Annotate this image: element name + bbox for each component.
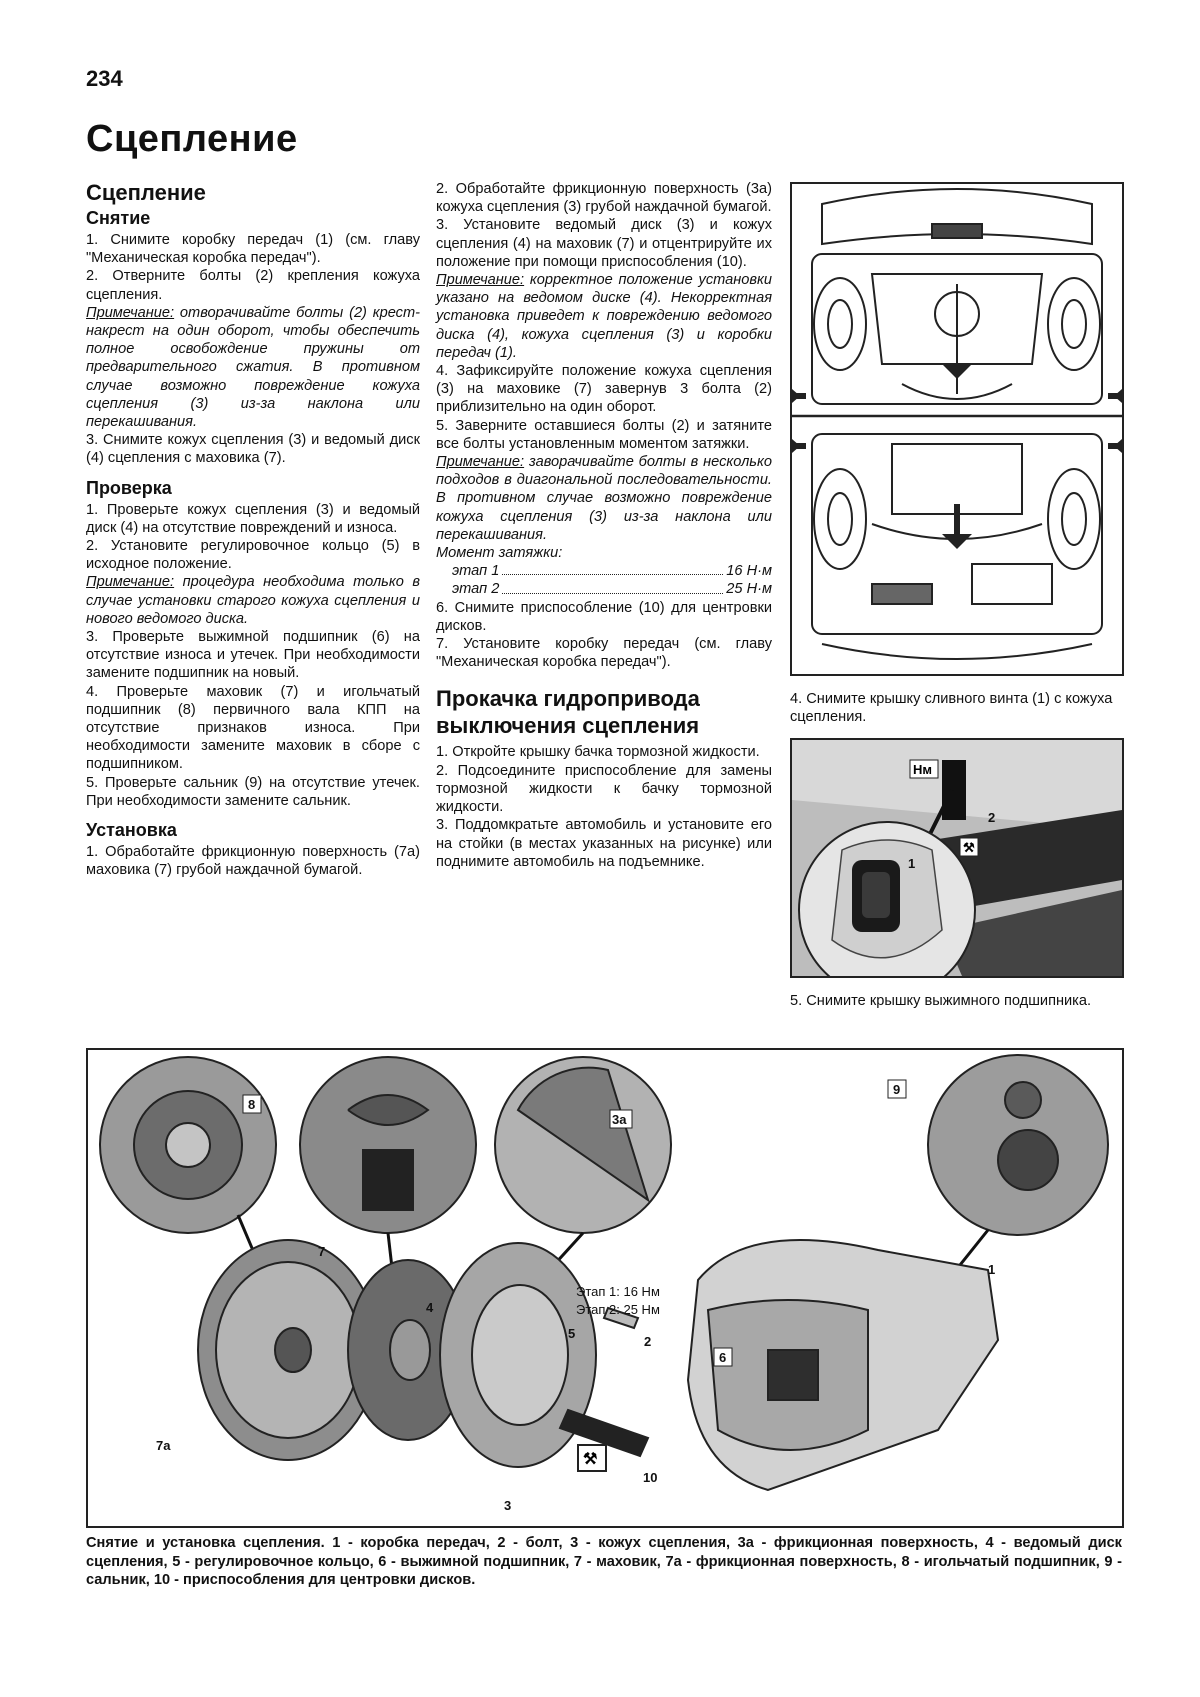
check-step-5: 5. Проверьте сальник (9) на отсутствие у… — [86, 774, 420, 809]
note-label: Примечание: — [86, 574, 175, 591]
install-note-2: Примечание: заворачивайте болты в нескол… — [436, 453, 772, 544]
callout-1: 1 — [988, 1262, 995, 1277]
release-bearing-cover-photo: Нм 1 2 ⚒ — [790, 738, 1124, 978]
figure-caption-release-bearing: 5. Снимите крышку выжимного подшипника. — [790, 993, 1092, 1009]
callout-10: 10 — [643, 1470, 657, 1485]
callout-6: 6 — [719, 1350, 726, 1365]
install-step-6: 6. Снимите приспособление (10) для центр… — [436, 599, 772, 634]
torque-stage-1-value: 16 Н·м — [726, 563, 772, 580]
callout-7a: 7а — [156, 1438, 171, 1453]
note-text: процедура необходима только в случае уст… — [86, 574, 420, 627]
vehicle-underside-figure — [790, 182, 1124, 676]
page-title: Сцепление — [86, 118, 298, 160]
figure-caption-exploded: Снятие и установка сцепления. 1 - коробк… — [86, 1535, 1122, 1588]
callout-3: 3 — [504, 1498, 511, 1513]
removal-heading: Снятие — [86, 208, 151, 228]
torque-stage-2-label: этап 2 — [452, 581, 500, 598]
tool-icon: ⚒ — [583, 1451, 597, 1468]
page-number: 234 — [86, 66, 123, 91]
bleed-step-1: 1. Откройте крышку бачка тормозной жидко… — [436, 744, 760, 761]
note-label: Примечание: — [436, 272, 525, 289]
check-heading: Проверка — [86, 477, 172, 498]
install-step-1: 1. Обработайте фрикционную поверхность (… — [86, 844, 420, 879]
leader-dots — [502, 562, 724, 576]
figure-caption-drain-cover: 4. Снимите крышку сливного винта (1) с к… — [790, 691, 1113, 725]
check-note: Примечание: процедура необходима только … — [86, 573, 420, 628]
torque-row-stage-2: этап 2 25 Н·м — [436, 580, 772, 598]
callout-9: 9 — [893, 1082, 900, 1097]
vehicle-underside-drawing — [792, 188, 1122, 660]
bleed-step-2: 2. Подсоедините приспособление для замен… — [436, 762, 772, 816]
note-text: отворачивайте болты (2) крест-накрест на… — [86, 304, 420, 431]
callout-8: 8 — [248, 1097, 255, 1112]
removal-step-2: 2. Отверните болты (2) крепления кожуха … — [86, 268, 420, 303]
engine-bay-photo: Нм 1 2 ⚒ — [792, 740, 1122, 976]
text-column-left: Сцепление Снятие 1. Снимите коробку пере… — [86, 180, 420, 880]
text-column-middle: 2. Обработайте фрикционную поверхность (… — [436, 180, 772, 871]
check-step-3: 3. Проверьте выжимной подшипник (6) на о… — [86, 629, 420, 682]
torque-row-stage-1: этап 1 16 Н·м — [436, 562, 772, 580]
clutch-exploded-figure: ⚒ 8 3а 9 6 7 7а 4 5 3 2 10 1 Этап 1: 16 … — [86, 1048, 1124, 1528]
clutch-exploded-drawing: ⚒ 8 3а 9 6 7 7а 4 5 3 2 10 1 Этап 1: 16 … — [99, 1054, 1109, 1513]
section-title: Сцепление — [86, 180, 206, 205]
callout-7: 7 — [318, 1244, 325, 1259]
install-step-5: 5. Заверните оставшиеся болты (2) и затя… — [436, 417, 772, 452]
callout-2: 2 — [644, 1334, 651, 1349]
removal-note: Примечание: отворачивайте болты (2) крес… — [86, 304, 420, 431]
note-text: корректное положение установки указано н… — [436, 272, 772, 361]
note-label: Примечание: — [436, 454, 525, 471]
install-step-3: 3. Установите ведомый диск (3) и кожух с… — [436, 217, 772, 270]
callout-nm: Нм — [913, 762, 932, 777]
check-step-1: 1. Проверьте кожух сцепления (3) и ведом… — [86, 501, 420, 536]
callout-3a: 3а — [612, 1112, 627, 1127]
stage-1-label: Этап 1: 16 Нм — [576, 1284, 660, 1299]
torque-stage-1-label: этап 1 — [452, 563, 500, 580]
check-step-2: 2. Установите регулировочное кольцо (5) … — [86, 538, 420, 573]
torque-title: Момент затяжки: — [436, 545, 563, 562]
install-note-1: Примечание: корректное положение установ… — [436, 271, 772, 362]
tool-icon: ⚒ — [963, 840, 975, 855]
stage-2-label: Этап 2: 25 Нм — [576, 1302, 660, 1317]
callout-1: 1 — [908, 856, 915, 871]
removal-step-1: 1. Снимите коробку передач (1) (см. глав… — [86, 232, 420, 267]
note-text: заворачивайте болты в несколько подходов… — [436, 454, 772, 543]
note-label: Примечание: — [86, 304, 175, 321]
torque-stage-2-value: 25 Н·м — [726, 581, 772, 598]
check-step-4: 4. Проверьте маховик (7) и игольчатый по… — [86, 683, 420, 773]
leader-dots — [502, 580, 724, 594]
callout-2: 2 — [988, 810, 995, 825]
bleed-heading: Прокачка гидропривода выключения сцеплен… — [436, 686, 700, 739]
install-step-2: 2. Обработайте фрикционную поверхность (… — [436, 181, 772, 216]
callout-4: 4 — [426, 1300, 434, 1315]
callout-5: 5 — [568, 1326, 575, 1341]
install-step-4: 4. Зафиксируйте положение кожуха сцеплен… — [436, 363, 772, 416]
install-step-7: 7. Установите коробку передач (см. главу… — [436, 636, 772, 671]
bleed-step-3: 3. Поддомкратьте автомобиль и установите… — [436, 817, 772, 870]
removal-step-3: 3. Снимите кожух сцепления (3) и ведомый… — [86, 432, 420, 467]
install-heading: Установка — [86, 820, 177, 841]
